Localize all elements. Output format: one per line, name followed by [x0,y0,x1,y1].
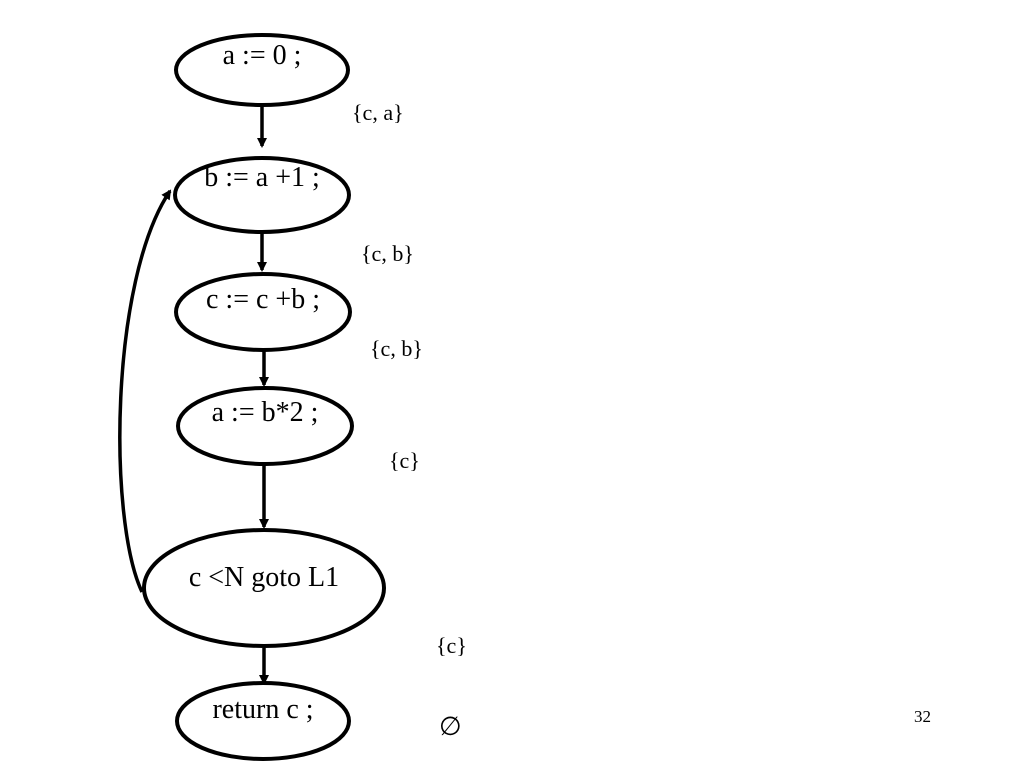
live-set-label: {c, a} [352,100,404,125]
back-edge-n5-n2 [118,189,172,593]
node-assign-a-zero: a := 0 ; [174,33,350,107]
node-label: b := a +1 ; [204,162,320,193]
live-set-label: {c, b} [361,241,414,266]
empty-set-symbol: ∅ [439,712,462,742]
node-conditional-goto: c <N goto L1 [142,528,386,648]
live-set-label: {c} [436,633,467,658]
nodes: a := 0 ; b := a +1 ; c := c +b ; a := b*… [142,33,386,761]
live-set-label: {c, b} [370,336,423,361]
page-number: 32 [914,707,931,726]
node-label: a := 0 ; [223,40,302,71]
node-label: a := b*2 ; [212,397,319,428]
node-label: return c ; [212,694,313,725]
node-label: c <N goto L1 [189,562,339,593]
live-set-label: {c} [389,448,420,473]
node-label: c := c +b ; [206,284,320,315]
node-assign-b: b := a +1 ; [173,156,351,234]
node-return: return c ; [175,681,351,761]
node-assign-c: c := c +b ; [174,272,352,352]
live-set-labels: {c, a} {c, b} {c, b} {c} {c} ∅ [352,100,467,742]
node-assign-a-double: a := b*2 ; [176,386,354,466]
edges [118,105,269,685]
